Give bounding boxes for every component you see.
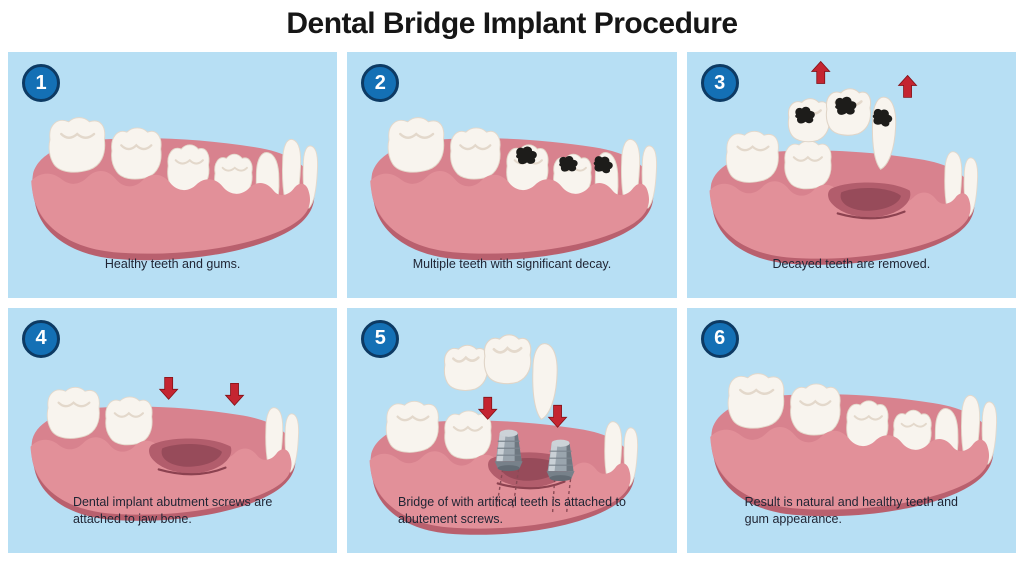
step-5-illustration (347, 308, 676, 554)
red-arrow-down-icon (159, 376, 179, 400)
step-number: 6 (714, 327, 726, 349)
page-title: Dental Bridge Implant Procedure (286, 7, 738, 40)
step-panel-1: 1 Healthy teeth and gums. (8, 52, 338, 298)
red-arrow-up-icon (897, 75, 917, 98)
step-number: 4 (35, 327, 47, 349)
jaw-with-teeth (371, 118, 657, 261)
step-caption: Healthy teeth and gums. (104, 256, 241, 271)
step-number: 1 (35, 71, 47, 94)
step-caption: Result is natural and healthy teeth and … (744, 494, 958, 527)
step-number: 5 (374, 327, 386, 349)
step-badge: 4 (22, 319, 60, 358)
implant-root-outline (496, 468, 572, 513)
step-panel-6: 6 Result is natural and healthy teeth an… (686, 307, 1016, 553)
step-caption: Dental implant abutment screws are attac… (72, 494, 273, 527)
step-badge: 6 (700, 319, 739, 358)
steps-grid: 1 Healthy teeth and gums. 2 Multiple tee… (8, 52, 1016, 553)
step-caption: Decayed teeth are removed. (772, 256, 931, 271)
step-panel-2: 2 Multiple teeth with significant decay. (347, 52, 677, 298)
red-arrow-down-icon (548, 404, 568, 428)
red-arrow-down-icon (225, 382, 244, 406)
step-badge: 2 (361, 64, 400, 102)
step-panel-4: 4 Dental implant abutment screws are att… (8, 307, 338, 553)
step-panel-5: 5 Bridge of with artifical teeth is atta… (347, 307, 677, 554)
step-panel-3: 3 Decayed teeth are removed. (686, 52, 1016, 298)
step-number: 3 (714, 71, 726, 94)
dental-bridge (445, 334, 558, 419)
step-caption: Multiple teeth with significant decay. (412, 256, 612, 271)
step-badge: 3 (700, 64, 739, 102)
red-arrow-up-icon (811, 61, 830, 84)
step-badge: 5 (361, 319, 400, 358)
step-caption: Bridge of with artifical teeth is attach… (398, 494, 626, 527)
step-number: 2 (374, 71, 386, 94)
jaw-with-extraction-site (709, 131, 977, 265)
healthy-jaw (31, 118, 317, 261)
step-badge: 1 (22, 64, 60, 102)
